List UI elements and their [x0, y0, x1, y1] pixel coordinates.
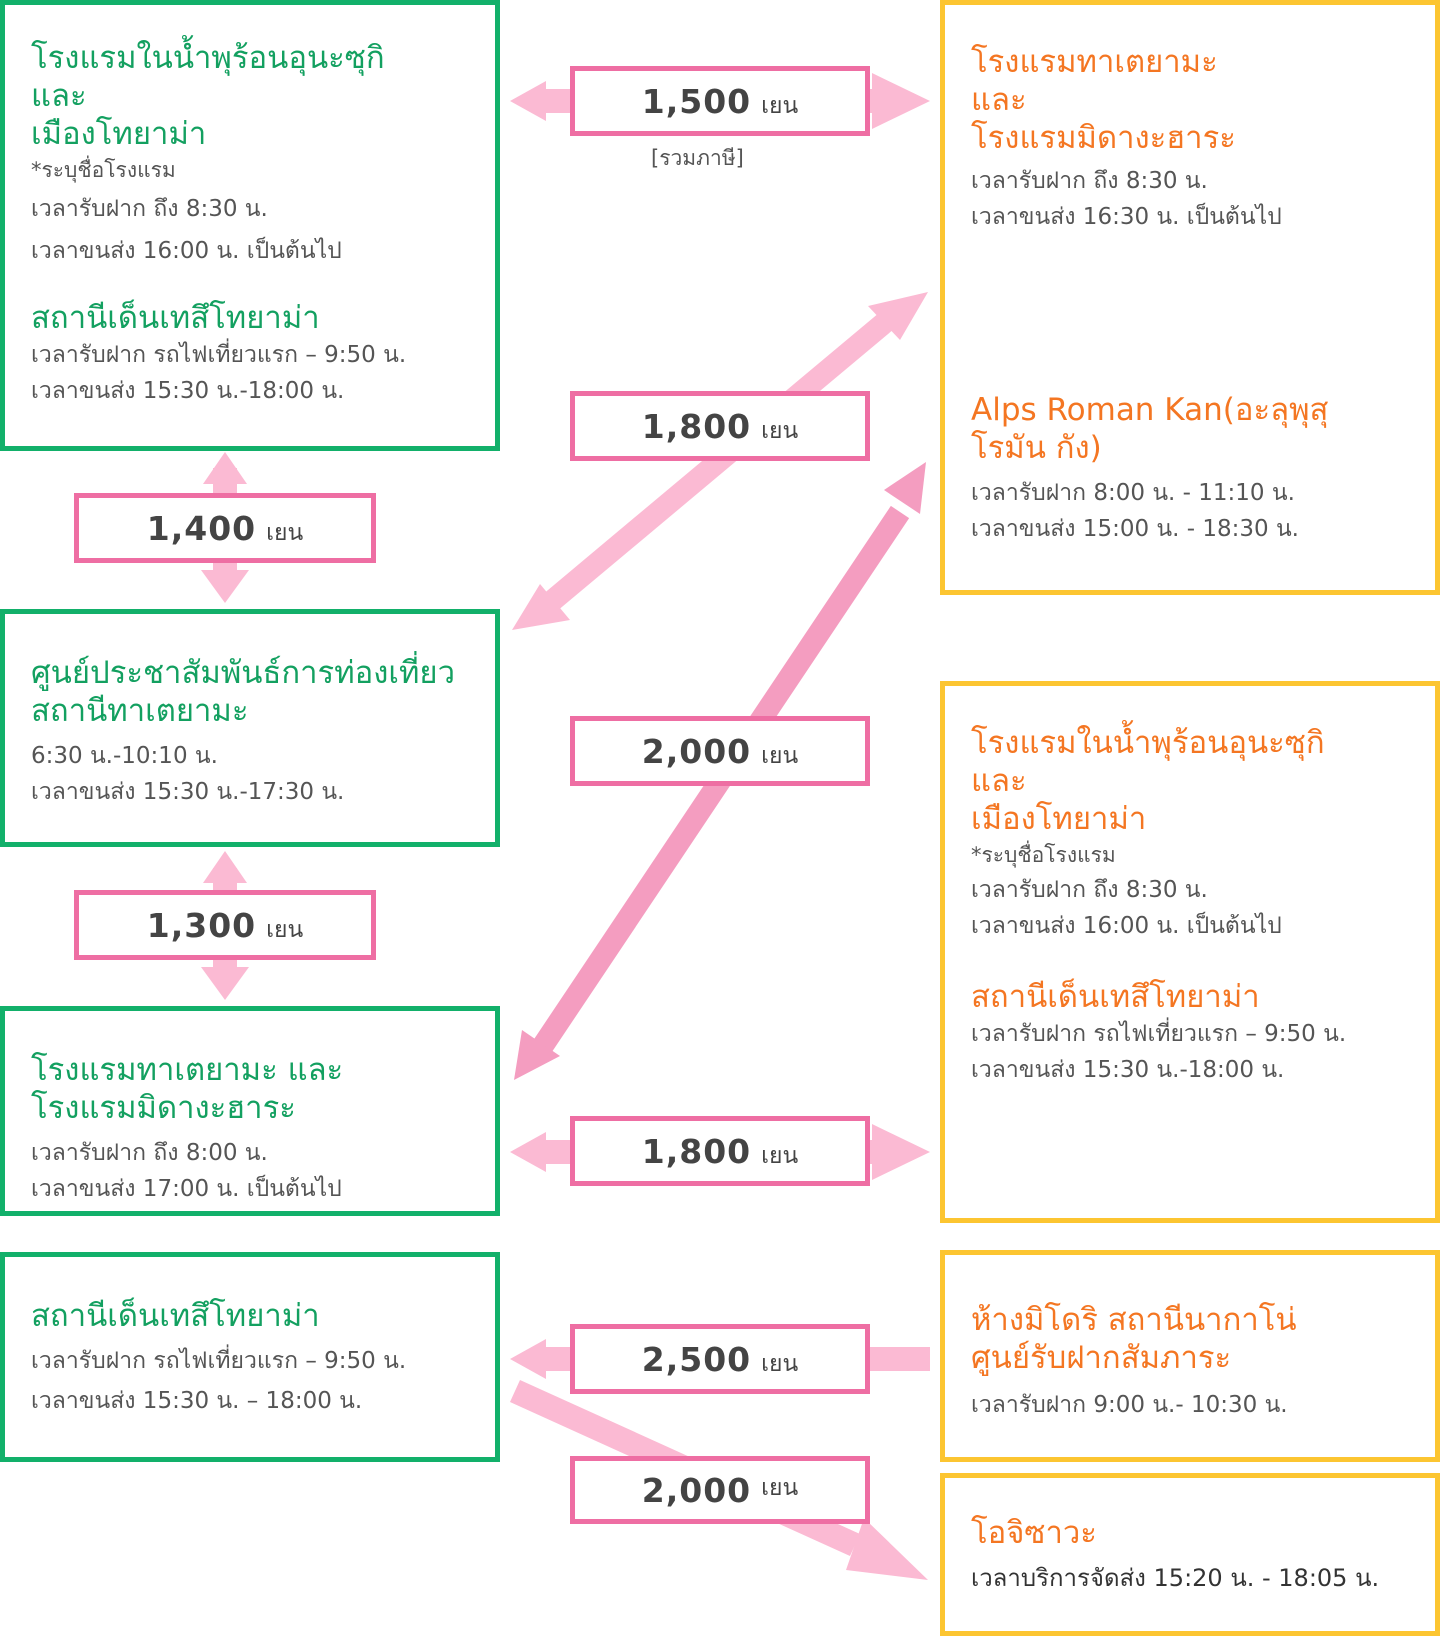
right-box2-title-station: สถานีเด็นเทสึโทยาม่า	[971, 979, 1260, 1015]
price-value: 2,500	[641, 1339, 752, 1379]
price-unit: เยน	[761, 1143, 799, 1169]
left-box-dentetsu-toyama: สถานีเด็นเทสึโทยาม่า เวลารับฝาก รถไฟเที่…	[0, 1252, 500, 1462]
right-box1-line-3: เวลารับฝาก 8:00 น. - 11:10 น.	[971, 480, 1295, 506]
price-label-1300: 1,300 เยน	[74, 890, 376, 960]
left-box-tateyama-station-info: ศูนย์ประชาสัมพันธ์การท่องเที่ยว สถานีทาเ…	[0, 609, 500, 847]
price-value: 2,000	[641, 731, 752, 771]
right-box1-title-1: โรงแรมทาเตยามะ	[971, 44, 1218, 80]
left-box1-title-3: เมืองโทยาม่า	[31, 116, 207, 152]
right-box3-title-2: ศูนย์รับฝากสัมภาระ	[971, 1340, 1232, 1376]
left-box1-note: *ระบุชื่อโรงแรม	[31, 158, 176, 182]
price-tax-note: [รวมภาษี]	[651, 146, 744, 170]
right-box-ojizawa: โอจิซาวะ เวลาบริการจัดส่ง 15:20 น. - 18:…	[940, 1473, 1440, 1636]
left-box4-line-2: เวลาขนส่ง 15:30 น. – 18:00 น.	[31, 1388, 363, 1414]
price-label-2500: 2,500 เยน	[570, 1324, 870, 1394]
right-box2-line-2: เวลาขนส่ง 16:00 น. เป็นต้นไป	[971, 913, 1282, 939]
price-value: 1,300	[146, 905, 257, 945]
left-box2-title-1: ศูนย์ประชาสัมพันธ์การท่องเที่ยว	[31, 655, 455, 691]
price-value: 1,500	[641, 81, 752, 121]
price-unit: เยน	[266, 917, 304, 943]
left-box1-line-1: เวลารับฝาก ถึง 8:30 น.	[31, 196, 268, 222]
right-box-unazuki-toyama: โรงแรมในน้ำพุร้อนอุนะซุกิ และ เมืองโทยาม…	[940, 681, 1440, 1223]
right-box2-line-4: เวลาขนส่ง 15:30 น.-18:00 น.	[971, 1057, 1285, 1083]
left-box1-title-station: สถานีเด็นเทสึโทยาม่า	[31, 300, 320, 336]
price-label-1400: 1,400 เยน	[74, 493, 376, 563]
price-label-1800-top: 1,800 เยน	[570, 391, 870, 461]
price-value: 1,400	[146, 508, 257, 548]
right-box1-title-alps-1: Alps Roman Kan(อะลุพุสุ	[971, 392, 1329, 428]
right-box2-line-3: เวลารับฝาก รถไฟเที่ยวแรก – 9:50 น.	[971, 1021, 1347, 1047]
right-box3-title-1: ห้างมิโดริ สถานีนากาโน่	[971, 1302, 1297, 1338]
right-box2-note: *ระบุชื่อโรงแรม	[971, 843, 1116, 867]
left-box1-line-2: เวลาขนส่ง 16:00 น. เป็นต้นไป	[31, 238, 342, 264]
left-box3-line-1: เวลารับฝาก ถึง 8:00 น.	[31, 1140, 268, 1166]
arrow-diagonal-light	[512, 292, 928, 630]
price-label-1800-bottom: 1,800 เยน	[570, 1116, 870, 1186]
price-unit: เยน	[761, 418, 799, 444]
right-box1-line-2: เวลาขนส่ง 16:30 น. เป็นต้นไป	[971, 204, 1282, 230]
price-value: 1,800	[641, 1131, 752, 1171]
left-box1-title-1: โรงแรมในน้ำพุร้อนอุนะซุกิ	[31, 40, 385, 76]
left-box1-title-2: และ	[31, 78, 87, 114]
right-box2-line-1: เวลารับฝาก ถึง 8:30 น.	[971, 877, 1208, 903]
right-box-midori-nagano: ห้างมิโดริ สถานีนากาโน่ ศูนย์รับฝากสัมภา…	[940, 1250, 1440, 1462]
price-unit: เยน	[266, 520, 304, 546]
left-box3-title-2: โรงแรมมิดางะฮาระ	[31, 1090, 296, 1126]
price-unit: เยน	[761, 743, 799, 769]
price-label-2000-bottom: 2,000 เยน	[570, 1456, 870, 1524]
left-box1-line-3: เวลารับฝาก รถไฟเที่ยวแรก – 9:50 น.	[31, 342, 407, 368]
right-box1-title-2: และ	[971, 82, 1027, 118]
right-box2-title-2: และ	[971, 763, 1027, 799]
price-unit: เยน	[761, 93, 799, 119]
right-box1-line-1: เวลารับฝาก ถึง 8:30 น.	[971, 168, 1208, 194]
right-box1-title-3: โรงแรมมิดางะฮาระ	[971, 120, 1236, 156]
left-box2-title-2: สถานีทาเตยามะ	[31, 693, 249, 729]
price-unit: เยน	[761, 1351, 799, 1377]
right-box1-title-alps-2: โรมัน กัง)	[971, 430, 1102, 466]
right-box2-title-1: โรงแรมในน้ำพุร้อนอุนะซุกิ	[971, 725, 1325, 761]
price-value: 2,000	[641, 1470, 752, 1510]
right-box2-title-3: เมืองโทยาม่า	[971, 801, 1147, 837]
left-box4-title: สถานีเด็นเทสึโทยาม่า	[31, 1298, 320, 1334]
right-box3-line-1: เวลารับฝาก 9:00 น.- 10:30 น.	[971, 1392, 1288, 1418]
price-label-1500: 1,500 เยน	[570, 66, 870, 136]
left-box-tateyama-midagahara: โรงแรมทาเตยามะ และ โรงแรมมิดางะฮาระ เวลา…	[0, 1006, 500, 1216]
price-unit: เยน	[761, 1475, 799, 1501]
right-box1-line-4: เวลาขนส่ง 15:00 น. - 18:30 น.	[971, 516, 1299, 542]
price-value: 1,800	[641, 406, 752, 446]
right-box4-line-1: เวลาบริการจัดส่ง 15:20 น. - 18:05 น.	[971, 1564, 1380, 1592]
price-label-2000-middle: 2,000 เยน	[570, 716, 870, 786]
left-box3-title-1: โรงแรมทาเตยามะ และ	[31, 1052, 344, 1088]
right-box4-title: โอจิซาวะ	[971, 1515, 1097, 1551]
left-box3-line-2: เวลาขนส่ง 17:00 น. เป็นต้นไป	[31, 1176, 342, 1202]
left-box1-line-4: เวลาขนส่ง 15:30 น.-18:00 น.	[31, 378, 345, 404]
left-box4-line-1: เวลารับฝาก รถไฟเที่ยวแรก – 9:50 น.	[31, 1348, 407, 1374]
right-box-tateyama-alps: โรงแรมทาเตยามะ และ โรงแรมมิดางะฮาระ เวลา…	[940, 0, 1440, 595]
left-box2-line-1: 6:30 น.-10:10 น.	[31, 743, 218, 769]
left-box-unazuki-toyama: โรงแรมในน้ำพุร้อนอุนะซุกิ และ เมืองโทยาม…	[0, 0, 500, 451]
left-box2-line-2: เวลาขนส่ง 15:30 น.-17:30 น.	[31, 779, 345, 805]
